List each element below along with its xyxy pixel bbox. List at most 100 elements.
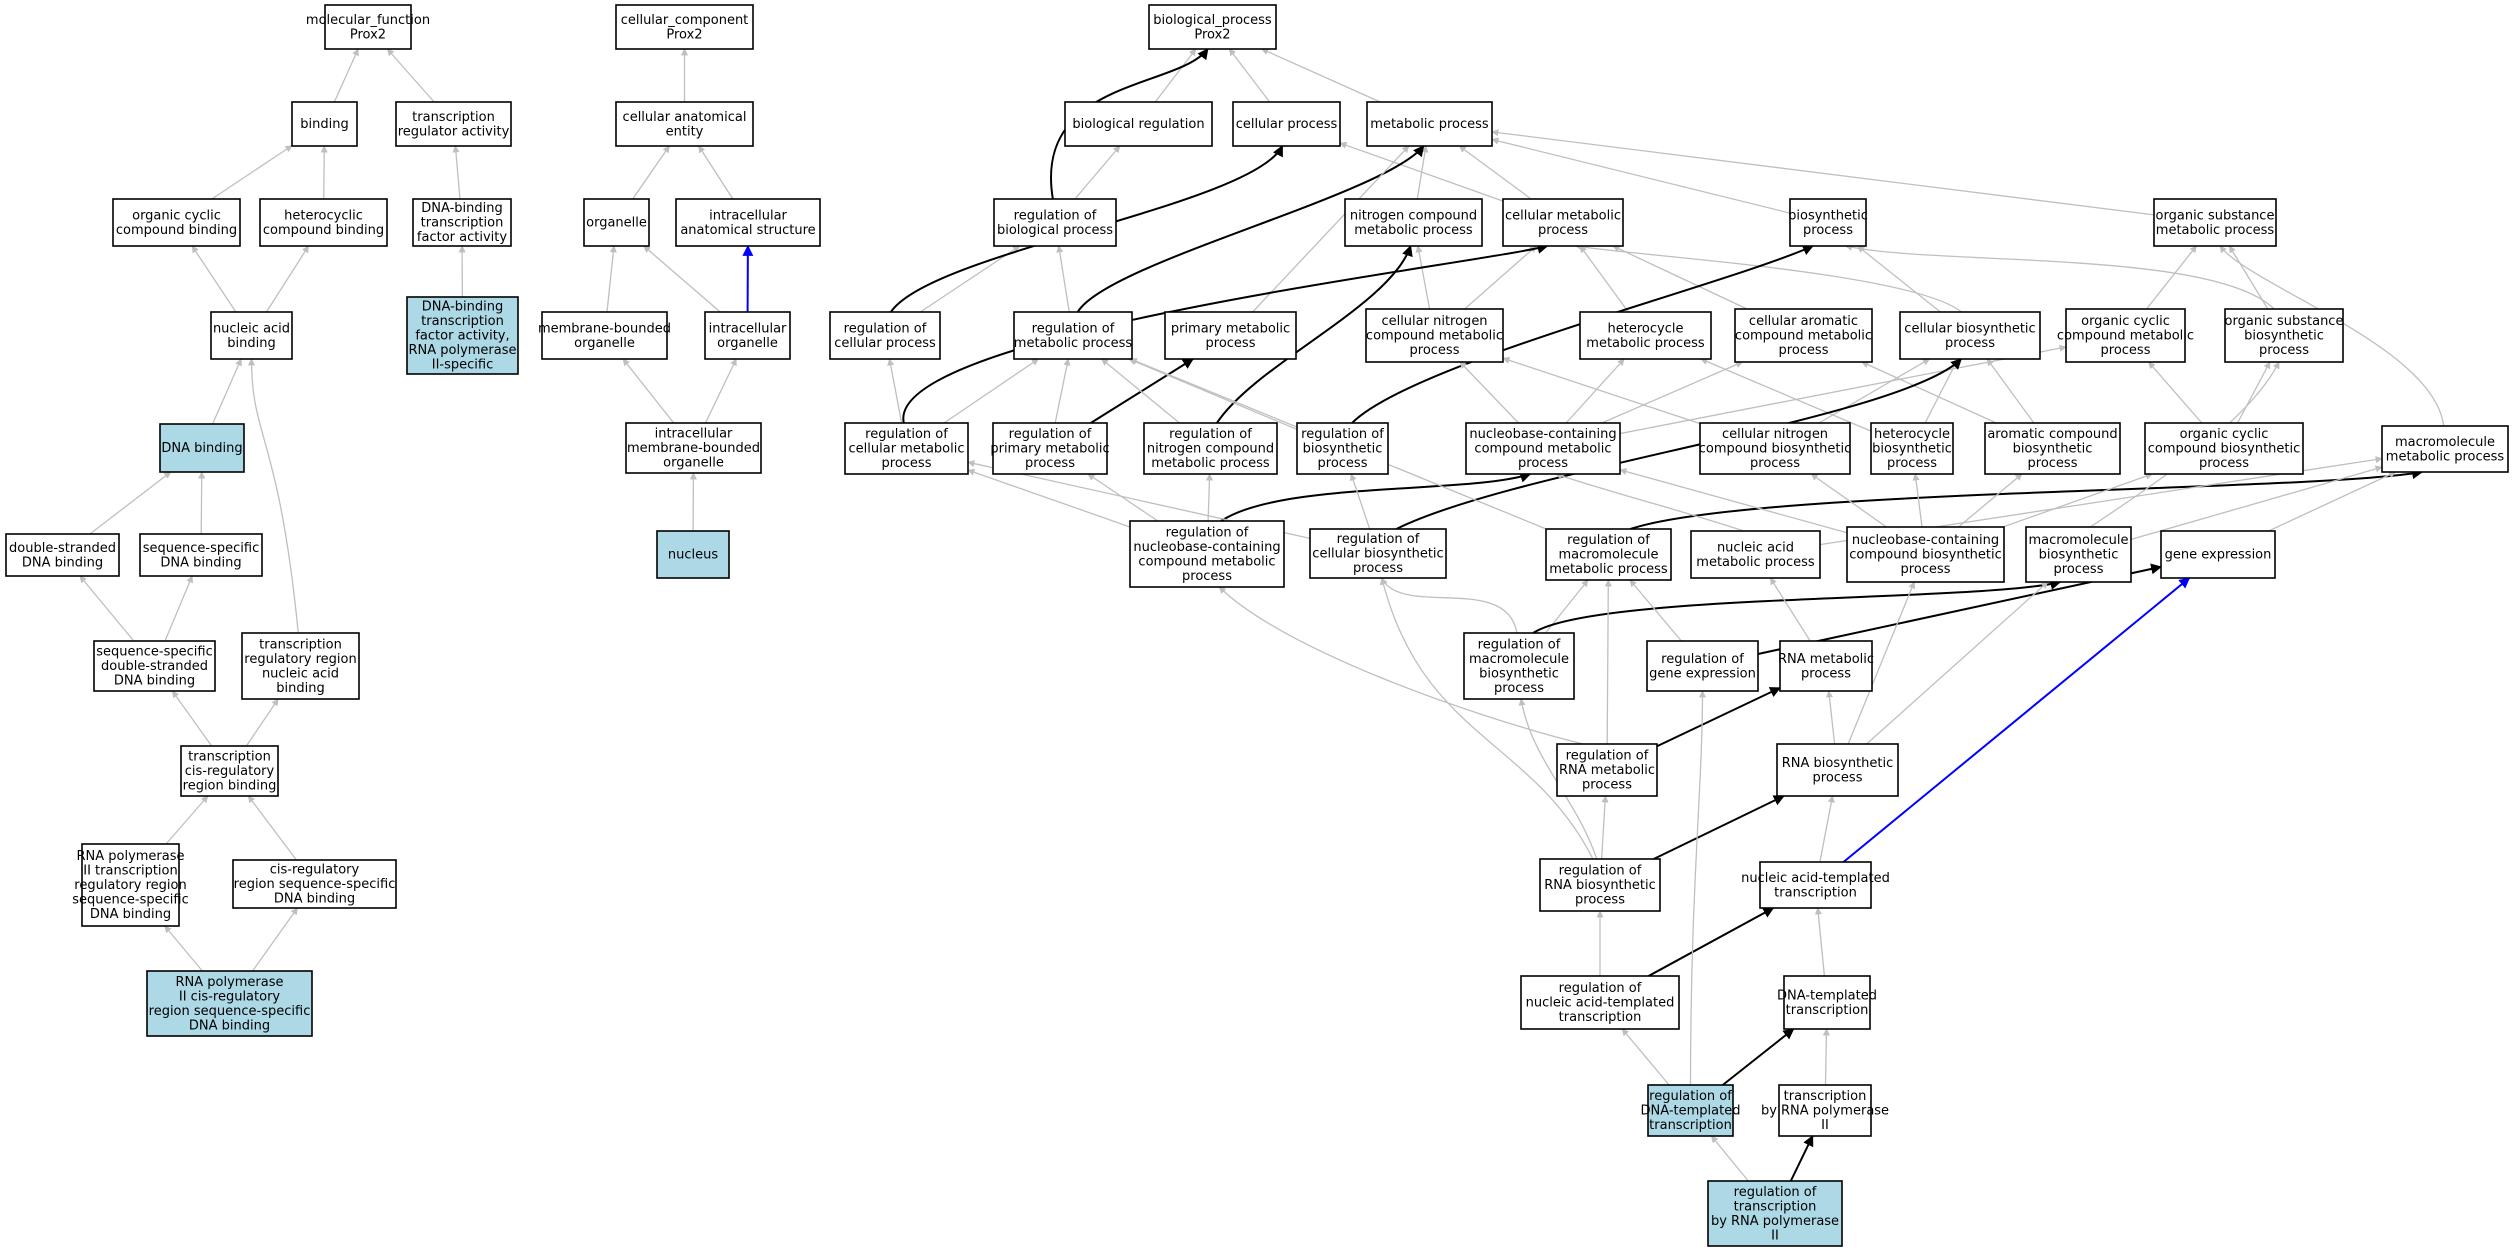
node-box [1296,422,1389,475]
edge-rbiosp-to-rmp [1128,358,1298,431]
node-label-line: nitrogen compound [1147,442,1274,457]
node-label-line: process [1318,456,1368,471]
node-nucleus[interactable]: nucleus [656,530,730,579]
node-label-line: process [2101,343,2151,358]
node-label-line: nucleic acid [1717,540,1794,555]
node-dnab[interactable]: DNA binding [159,423,245,473]
node-label-line: sequence-specific [72,893,188,908]
edge-hmp-to-cmp [1579,245,1629,313]
edge-rnabp-to-nbcbp [1847,581,1916,745]
node-box [1646,640,1759,692]
node-label-line: II cis-regulatory [179,989,281,1004]
node-label-line: process [1813,770,1863,785]
node-cp[interactable]: cellular process [1232,101,1341,147]
edge-nat-to-rnabp [1819,795,1835,863]
node-box [139,533,263,577]
node-mp[interactable]: metabolic process [1366,101,1493,147]
node-breg[interactable]: biological regulation [1064,101,1213,147]
node-ge[interactable]: gene expression [2160,530,2276,579]
node-box [1690,530,1821,579]
node-rmbp[interactable]: regulation ofmacromoleculebiosyntheticpr… [1463,632,1575,700]
node-box [992,422,1108,475]
node-rnbcmp[interactable]: regulation ofnucleobase-containingcompou… [1129,520,1285,588]
node-label-line: DNA-binding [422,300,504,315]
node-box [1778,1084,1872,1137]
node-binding[interactable]: binding [291,101,358,147]
node-organelle[interactable]: organelle [583,198,650,247]
node-label-line: primary metabolic [990,442,1109,457]
edge-rp2trr-to-tcrrb [165,795,209,845]
edge-rncmp-to-ncmp [1216,244,1413,424]
node-box [1463,632,1575,700]
edge-osbp-to-biosp [1844,243,2275,310]
node-box [210,311,293,360]
node-label-line: Prox2 [350,27,386,42]
node-label-line: compound metabolic [2057,329,2194,344]
node-label-line: process [1801,666,1851,681]
node-label-line: cellular biosynthetic [1312,547,1443,562]
